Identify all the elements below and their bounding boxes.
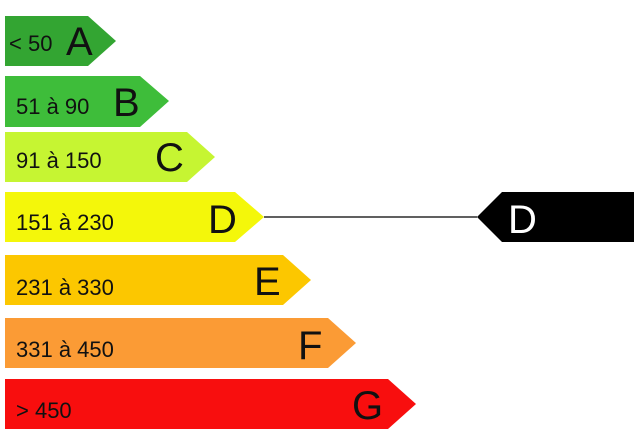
class-a-arrow	[5, 16, 116, 66]
class-d-range: 151 à 230	[16, 210, 114, 235]
class-e-letter: E	[254, 260, 281, 304]
class-f-range: 331 à 450	[16, 337, 114, 362]
class-g-range: > 450	[16, 398, 72, 423]
class-f-letter: F	[298, 324, 322, 368]
class-e-arrow	[5, 255, 311, 305]
class-b-bar: 51 à 90 B	[5, 76, 169, 127]
class-b-letter: B	[113, 81, 140, 125]
class-d-bar: 151 à 230 D	[5, 192, 264, 242]
class-e-range: 231 à 330	[16, 275, 114, 300]
class-d-arrow	[5, 192, 264, 242]
class-g-bar: > 450 G	[5, 379, 416, 429]
class-c-bar: 91 à 150 C	[5, 132, 215, 182]
class-g-letter: G	[352, 384, 383, 428]
class-e-bar: 231 à 330 E	[5, 255, 311, 305]
rating-marker-letter: D	[508, 198, 537, 242]
class-f-bar: 331 à 450 F	[5, 318, 356, 368]
class-c-range: 91 à 150	[16, 148, 102, 173]
class-g-arrow	[5, 379, 416, 429]
class-c-letter: C	[155, 136, 184, 180]
class-f-arrow	[5, 318, 356, 368]
rating-marker: D	[477, 192, 634, 242]
class-b-range: 51 à 90	[16, 94, 89, 119]
class-b-arrow	[5, 76, 169, 127]
class-a-range: < 50	[9, 31, 52, 56]
class-a-letter: A	[66, 20, 93, 64]
class-c-arrow	[5, 132, 215, 182]
class-a-bar: < 50 A	[5, 16, 116, 66]
class-d-letter: D	[208, 198, 237, 242]
rating-marker-arrow	[477, 192, 634, 242]
